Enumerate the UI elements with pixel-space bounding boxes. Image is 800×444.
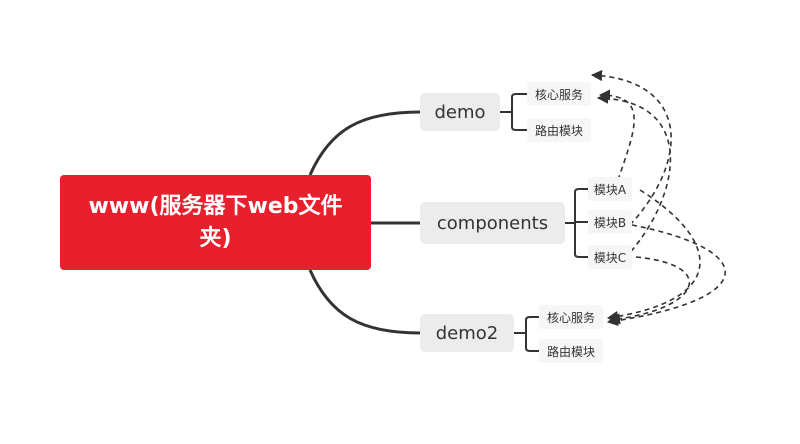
leaf-label: 模块B [593,215,627,230]
leaf-label: 路由模块 [534,123,583,138]
branch-demo2[interactable]: demo2 [420,314,514,352]
relation-moduleC-core-demo [596,92,672,259]
leaf-demo2-router-module[interactable]: 路由模块 [539,339,603,363]
leaf-demo-core-service[interactable]: 核心服务 [527,82,591,106]
leaf-label: 模块C [593,250,627,265]
leaf-label: 路由模块 [546,344,595,359]
root-node[interactable]: www(服务器下web文件夹) [60,175,371,270]
connector-root-demo2 [308,269,421,335]
branch-demo2-label: demo2 [435,322,499,344]
connector-root-demo [308,110,421,176]
leaf-module-c[interactable]: 模块C [588,245,632,269]
leaf-label: 核心服务 [546,310,595,325]
leaf-label: 核心服务 [534,87,583,102]
branch-demo[interactable]: demo [420,93,500,131]
relation-moduleA-core-demo [598,89,635,181]
leaf-label: 模块A [593,182,627,197]
branch-components[interactable]: components [420,202,565,244]
leaf-demo-router-module[interactable]: 路由模块 [527,118,591,142]
bracket-demo [500,93,527,131]
bracket-demo2 [514,316,539,352]
leaf-demo2-core-service[interactable]: 核心服务 [539,305,603,329]
bracket-components [565,188,588,258]
relation-moduleB-core-demo2 [606,224,726,327]
branch-demo-label: demo [434,101,486,123]
leaf-module-b[interactable]: 模块B [588,210,632,234]
leaf-module-a[interactable]: 模块A [588,177,632,201]
root-label: www(服务器下web文件夹) [88,193,343,251]
relation-moduleA-core-demo2 [606,189,701,323]
relation-moduleB-core-demo [590,69,672,226]
branch-components-label: components [436,212,549,234]
